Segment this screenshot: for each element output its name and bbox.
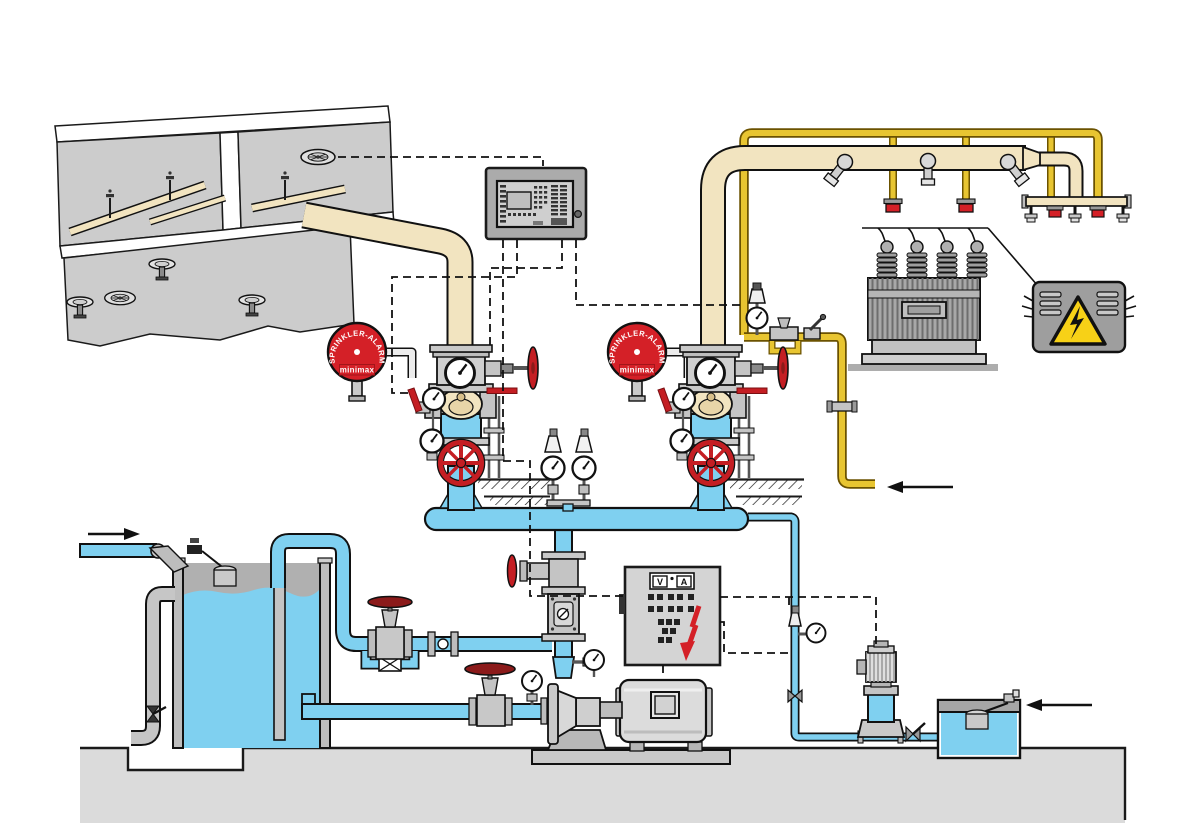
- meter-plate: V A: [649, 572, 695, 590]
- main-fire-pump-set: [531, 678, 731, 765]
- cabinet-indicators: [648, 594, 694, 643]
- jockey-pump: [856, 640, 906, 738]
- inlet-arrow: [88, 528, 140, 540]
- wire-panel-to-left-valve: [391, 240, 518, 394]
- pressure-switch: [544, 435, 562, 453]
- priming-inlet-arrow: [1024, 697, 1094, 713]
- sprinkler-supply-pipes: [301, 145, 1132, 352]
- floor: [80, 746, 1127, 823]
- transformer-bushings: [876, 240, 988, 278]
- detector-sprinkler: [885, 203, 901, 213]
- pressure-switch: [575, 435, 593, 453]
- pressure-gauge: [805, 622, 827, 644]
- pump-casing: [546, 683, 608, 751]
- valve-room-floor: [472, 478, 804, 505]
- wire-panel-to-pilot-switch: [575, 240, 740, 306]
- test-valve-handwheel: [506, 554, 518, 588]
- sprinkler-alarm-bell-right: [606, 321, 668, 403]
- tank-fill-line: [360, 595, 459, 672]
- panel-lock: [573, 210, 582, 219]
- pilot-valve: [769, 326, 799, 341]
- cabinet-handle: [619, 594, 625, 614]
- tank-inlet: [79, 528, 237, 587]
- wire-panel-to-cabinet: [502, 240, 625, 597]
- power-cable: [987, 227, 1039, 287]
- ammeter-label: A: [681, 577, 688, 587]
- branch-pipe: [68, 180, 346, 237]
- pressure-gauge: [540, 455, 566, 481]
- priming-float-valve: [965, 689, 1020, 730]
- vent-slots: [1039, 291, 1119, 316]
- directional-spray-nozzle: [999, 153, 1031, 188]
- electric-motor: [615, 678, 713, 744]
- pressure-switch-set: [540, 428, 597, 512]
- sprinkler-main-manifold: [423, 506, 938, 742]
- test-tee: [506, 551, 586, 595]
- coupling: [597, 701, 623, 719]
- pump-discharge-riser: [506, 529, 605, 679]
- gate-valve: [367, 595, 413, 660]
- pressure-gauge: [521, 670, 543, 692]
- panel-led-columns: [551, 185, 567, 225]
- directional-spray-nozzle: [822, 153, 854, 188]
- check-valve: [541, 593, 586, 642]
- ceiling-sprinkler-scene: [54, 105, 395, 347]
- float-valve: [187, 538, 237, 587]
- overflow-pipe: [131, 586, 175, 746]
- suction-pipe-over-tank: [270, 533, 552, 741]
- panel-buttons: [500, 185, 548, 225]
- pump-control-cabinet: V A: [619, 565, 722, 667]
- pilot-pressure-switch: [748, 288, 766, 304]
- suction-gate-valve: [464, 662, 516, 727]
- pressure-gauge: [745, 306, 769, 330]
- pump-suction-line: [301, 662, 554, 727]
- voltmeter-label: V: [657, 577, 663, 587]
- fire-alarm-control-panel: [484, 166, 588, 241]
- directional-spray-nozzle: [919, 152, 937, 186]
- sight-glass: [427, 631, 459, 657]
- transformer: [848, 227, 1039, 371]
- detector-sprinkler: [1048, 209, 1062, 218]
- sprinkler-alarm-bell-left: [326, 321, 388, 403]
- pressure-gauge: [583, 649, 605, 671]
- pressure-gauge: [571, 455, 597, 481]
- tank-water: [183, 587, 320, 748]
- gate-valve-handwheel: [367, 595, 413, 609]
- wire-cabinet-to-jockey: [720, 596, 877, 646]
- gate-valve-handwheel: [464, 662, 516, 676]
- control-wiring: [338, 156, 877, 676]
- spray-manifold: [1021, 194, 1132, 223]
- high-voltage-warning-icon: [1049, 295, 1107, 346]
- priming-tank: [936, 689, 1094, 760]
- spray-nozzle: [1024, 206, 1130, 223]
- ceiling-rosette-icon: [104, 290, 136, 306]
- jockey-pump-circuit: [787, 605, 926, 744]
- wire-cabinet-to-jockey-switch: [720, 621, 790, 654]
- switchgear-box: [1021, 280, 1137, 354]
- detector-sprinkler: [1091, 209, 1105, 218]
- wire-sprinkler-to-panel: [338, 156, 544, 166]
- panel-display: [506, 191, 532, 210]
- pilot-release-line: [744, 282, 955, 495]
- wire-panel-to-left-station: [489, 240, 563, 348]
- power-flash-icon: [680, 605, 702, 661]
- jockey-isolating-valve: [905, 722, 926, 743]
- spark-marks: [1021, 295, 1137, 318]
- pressure-switch: [788, 611, 802, 627]
- drain-valve: [146, 705, 167, 723]
- ceiling-rosette-icon: [300, 148, 336, 166]
- pilot-supply-arrow: [885, 479, 955, 495]
- detector-sprinkler: [958, 203, 974, 213]
